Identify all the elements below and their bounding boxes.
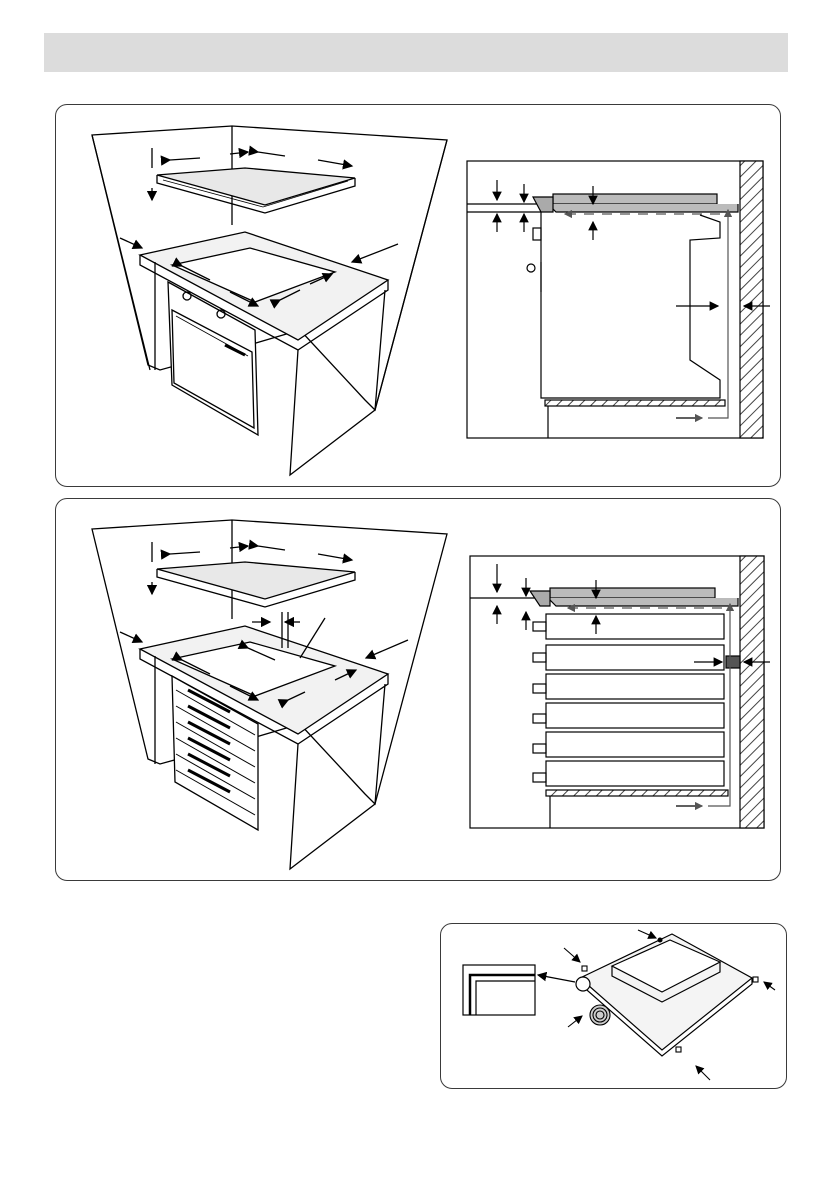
oven-ventilation-section-icon — [467, 161, 770, 438]
corner-cabinet-with-oven-icon — [92, 126, 447, 475]
corner-cabinet-with-drawers-icon — [92, 520, 447, 869]
hob-underside-icon — [463, 934, 752, 1056]
drawer-ventilation-section-icon — [470, 556, 770, 828]
seal-tape-roll-icon — [568, 1005, 610, 1027]
